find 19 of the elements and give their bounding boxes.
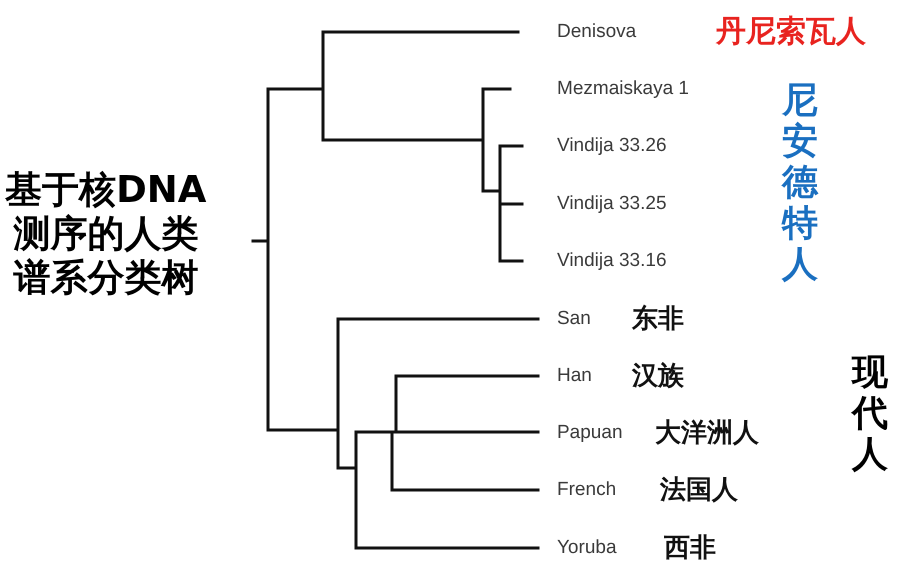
leaf-label: Vindija 33.16 [557,250,667,272]
group-label: 东非 [632,304,684,334]
group-label: 法国人 [660,475,738,505]
leaf-label: Vindija 33.26 [557,135,667,157]
diagram-title: 基于核DNA测序的人类谱系分类树 [4,168,208,300]
group-label: 大洋洲人 [655,418,759,448]
leaf-label: Denisova [557,21,636,43]
group-label: 尼安德特人 [782,80,818,285]
group-label: 现代人 [852,352,888,475]
group-label: 西非 [664,533,716,563]
leaf-label: Mezmaiskaya 1 [557,78,689,100]
leaf-label: Papuan [557,422,623,444]
group-label: 丹尼索瓦人 [716,15,866,49]
leaf-label: French [557,479,616,501]
leaf-label: San [557,308,591,330]
leaf-label: Yoruba [557,537,617,559]
leaf-label: Han [557,365,592,387]
group-label: 汉族 [632,361,684,391]
leaf-label: Vindija 33.25 [557,193,667,215]
